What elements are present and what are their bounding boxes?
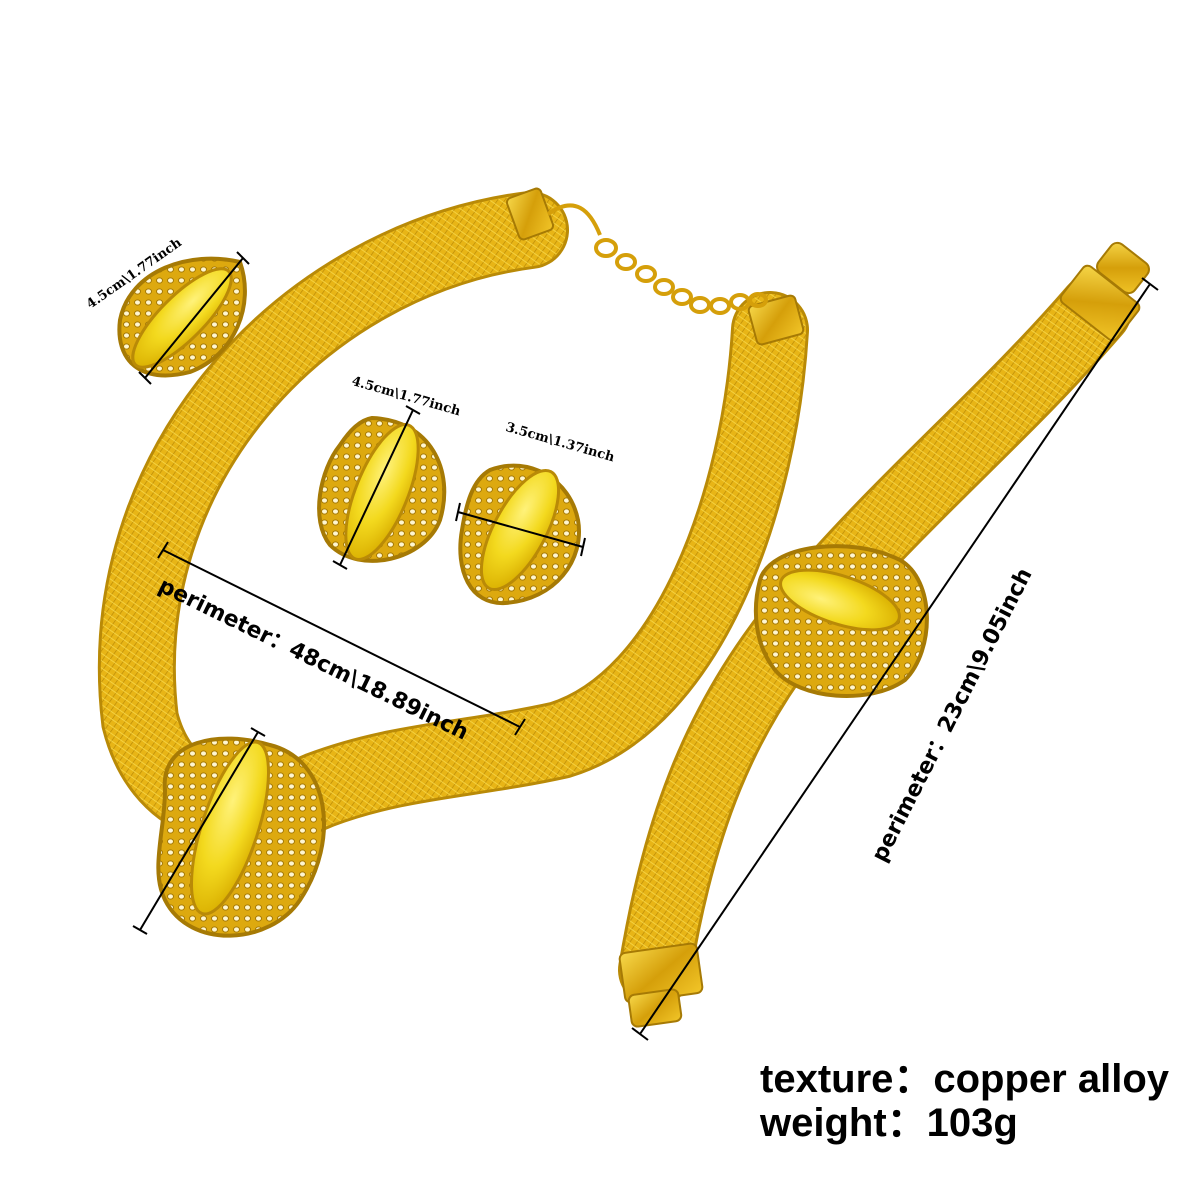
bracelet-stone bbox=[779, 568, 901, 632]
earring-right bbox=[458, 463, 581, 606]
bracelet-centerpiece bbox=[753, 544, 929, 698]
bracelet bbox=[618, 241, 1150, 1028]
necklace-pendant bbox=[156, 736, 326, 938]
necklace-end-cap-right bbox=[747, 294, 805, 346]
weight-spec: weight：103g bbox=[760, 1101, 1018, 1145]
earring-left bbox=[317, 415, 447, 563]
necklace-end-cap-left bbox=[505, 187, 555, 241]
earring-left-stone bbox=[344, 423, 420, 561]
measurement-lines bbox=[132, 251, 1159, 1041]
ring bbox=[117, 256, 247, 378]
texture-spec: texture：copper alloy bbox=[760, 1057, 1170, 1101]
necklace-pendant-stone bbox=[189, 740, 271, 916]
ring-stone bbox=[131, 267, 233, 369]
necklace bbox=[97, 187, 809, 938]
necklace-extension-chain bbox=[546, 203, 768, 315]
